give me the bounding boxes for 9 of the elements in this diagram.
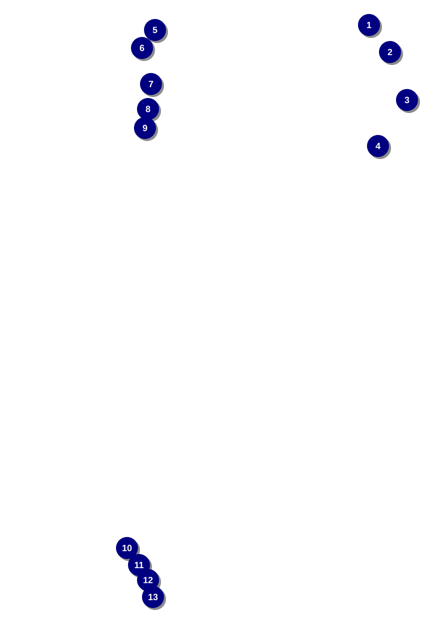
callout-number: 1 xyxy=(358,14,382,38)
callout-number: 9 xyxy=(134,117,158,141)
callout-number: 7 xyxy=(140,73,164,97)
callout-number: 4 xyxy=(367,135,391,159)
callout-number: 6 xyxy=(131,37,155,61)
callout-number: 13 xyxy=(142,586,166,610)
callout-number: 2 xyxy=(379,41,403,65)
callout-number: 3 xyxy=(396,89,420,113)
callout-number: 5 xyxy=(144,19,168,43)
